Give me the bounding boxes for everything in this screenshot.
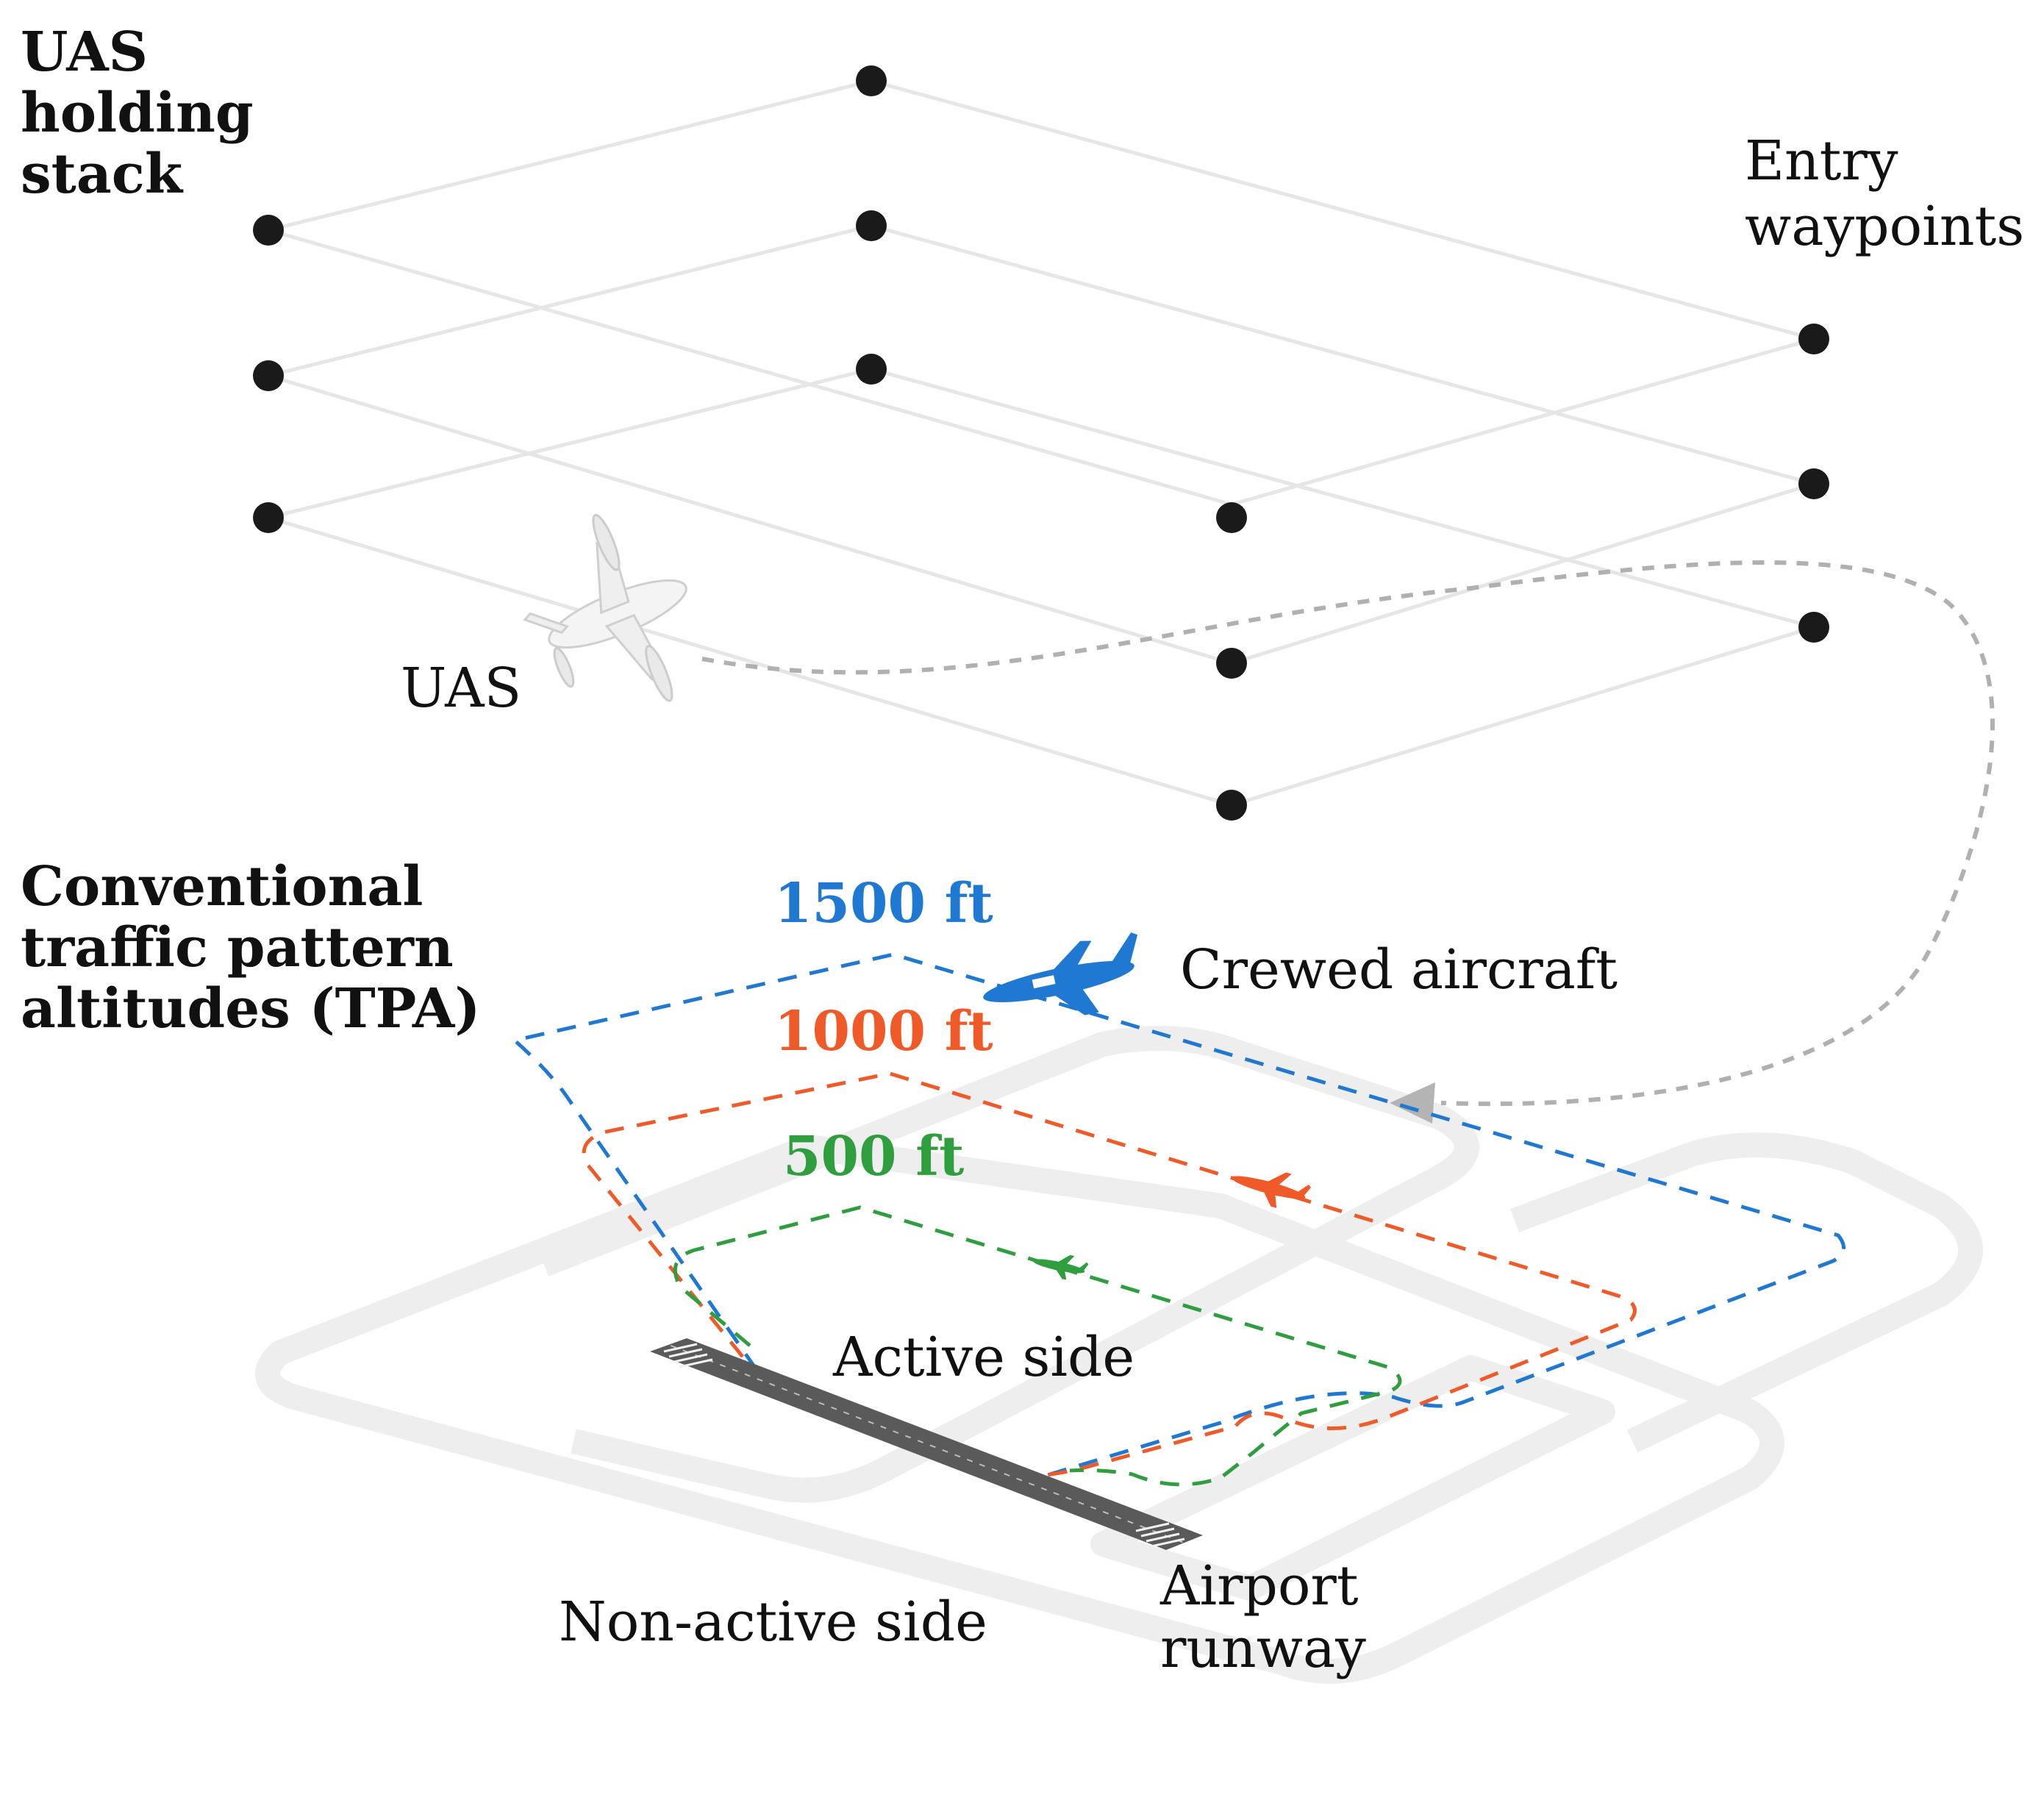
tiltrotor-uas-icon	[523, 513, 687, 702]
waypoint-dot	[1216, 790, 1247, 821]
airplane-icon	[1032, 1254, 1089, 1280]
uas-label: UAS	[401, 657, 522, 720]
airplane-icon	[983, 932, 1138, 1015]
entry-waypoints-line: waypoints	[1745, 194, 2025, 258]
entry-waypoints-label: Entry waypoints	[1745, 129, 2024, 260]
altitude-label-1500: 1500 ft	[774, 872, 993, 935]
waypoint-dot	[856, 210, 887, 241]
entry-waypoints-line: Entry	[1745, 129, 1898, 193]
waypoint-dot	[253, 215, 284, 246]
airport-runway-line: runway	[1160, 1617, 1366, 1681]
holding-stack-label: UAS holding stack	[21, 22, 254, 205]
non-active-side-label: Non-active side	[559, 1590, 987, 1654]
uas-approach-path	[701, 560, 1995, 1107]
tpa-line: traffic pattern	[21, 915, 454, 979]
waypoint-dot	[253, 502, 284, 533]
threshold-markings-south	[1135, 1522, 1185, 1548]
airport-runway-line: Airport	[1160, 1554, 1359, 1618]
waypoint-dot	[1798, 612, 1829, 643]
waypoint-dot	[1798, 468, 1829, 499]
airplane-icon	[1231, 1172, 1311, 1208]
active-side-label: Active side	[833, 1326, 1135, 1389]
arrowhead-icon	[1390, 1082, 1435, 1124]
airport-runway-label: Airport runway	[1160, 1554, 1366, 1681]
tpa-circuit-500	[673, 1205, 1402, 1487]
ground-layout	[255, 1026, 1983, 1684]
waypoint-dot	[1798, 324, 1829, 354]
waypoints	[253, 65, 1829, 821]
threshold-markings-north	[663, 1343, 713, 1368]
airport-runway	[650, 1338, 1203, 1550]
altitude-label-500: 500 ft	[783, 1125, 965, 1188]
holding-stack-line: holding	[21, 81, 254, 145]
waypoint-dot	[253, 360, 284, 391]
tpa-circuit-1000	[582, 1071, 1637, 1480]
tpa-circuit-1500	[512, 952, 1845, 1484]
waypoint-dot	[856, 65, 887, 96]
holding-stack-line: UAS	[21, 21, 149, 84]
tpa-line: altitudes (TPA)	[21, 976, 481, 1040]
waypoint-dot	[856, 354, 887, 385]
tpa-label: Conventional traffic pattern altitudes (…	[21, 857, 480, 1040]
altitude-label-1000: 1000 ft	[774, 1000, 993, 1063]
tpa-line: Conventional	[21, 855, 424, 918]
crewed-aircraft-label: Crewed aircraft	[1180, 938, 1618, 1001]
waypoint-dot	[1216, 502, 1247, 533]
holding-stack-line: stack	[21, 142, 183, 206]
waypoint-dot	[1216, 648, 1247, 679]
